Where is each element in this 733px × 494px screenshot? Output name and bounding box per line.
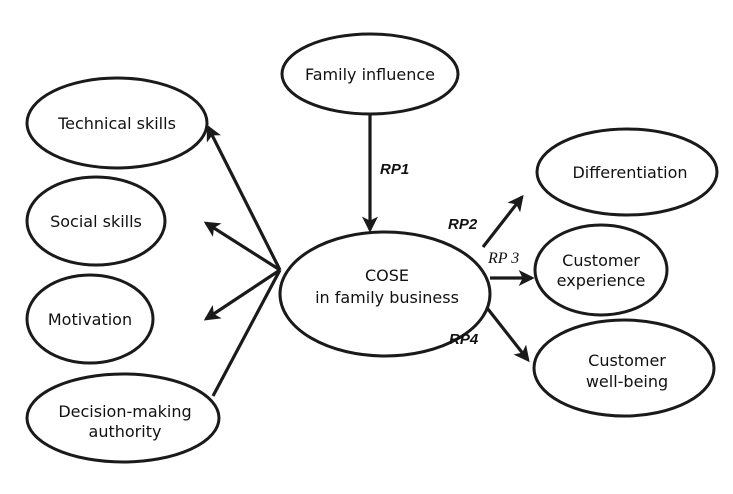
edge-cose-to-decision-making bbox=[211, 269, 282, 397]
node-family-influence-label: Family influence bbox=[305, 65, 435, 84]
node-cose-label-line2: in family business bbox=[315, 288, 459, 307]
edge-label-rp4: RP4 bbox=[449, 331, 479, 348]
node-motivation-label: Motivation bbox=[48, 310, 132, 329]
node-customer-wellbeing: Customer well-being bbox=[532, 318, 716, 418]
node-differentiation: Differentiation bbox=[535, 127, 719, 217]
node-cose-label-line1: COSE bbox=[365, 266, 409, 285]
node-cose: COSE in family business bbox=[278, 230, 492, 358]
edge-cose-to-differentiation bbox=[481, 194, 524, 248]
node-decision-making-label-line1: Decision-making bbox=[58, 402, 191, 421]
edge-cose-to-customer-wellbeing bbox=[482, 303, 530, 363]
node-motivation: Motivation bbox=[25, 273, 155, 365]
edge-label-rp3: RP 3 bbox=[487, 250, 519, 267]
edge-cose-to-motivation bbox=[203, 268, 281, 321]
node-differentiation-label: Differentiation bbox=[572, 163, 687, 182]
edge-cose-to-technical-skills bbox=[206, 124, 282, 271]
edge-label-rp1: RP1 bbox=[380, 161, 409, 178]
node-family-influence: Family influence bbox=[280, 32, 460, 116]
node-customer-experience-label-line1: Customer bbox=[562, 251, 640, 270]
node-customer-wellbeing-label-line1: Customer bbox=[588, 351, 666, 370]
node-decision-making-authority: Decision-making authority bbox=[25, 372, 221, 464]
node-technical-skills: Technical skills bbox=[25, 76, 209, 170]
edge-label-rp2: RP2 bbox=[448, 216, 478, 233]
node-customer-experience: Customer experience bbox=[533, 223, 669, 317]
node-technical-skills-label: Technical skills bbox=[57, 114, 176, 133]
node-social-skills-label: Social skills bbox=[50, 212, 142, 231]
node-customer-wellbeing-label-line2: well-being bbox=[586, 372, 668, 391]
node-social-skills: Social skills bbox=[25, 175, 167, 267]
node-customer-experience-label-line2: experience bbox=[557, 271, 646, 290]
node-decision-making-label-line2: authority bbox=[89, 422, 162, 441]
edge-cose-to-social-skills bbox=[203, 221, 281, 272]
